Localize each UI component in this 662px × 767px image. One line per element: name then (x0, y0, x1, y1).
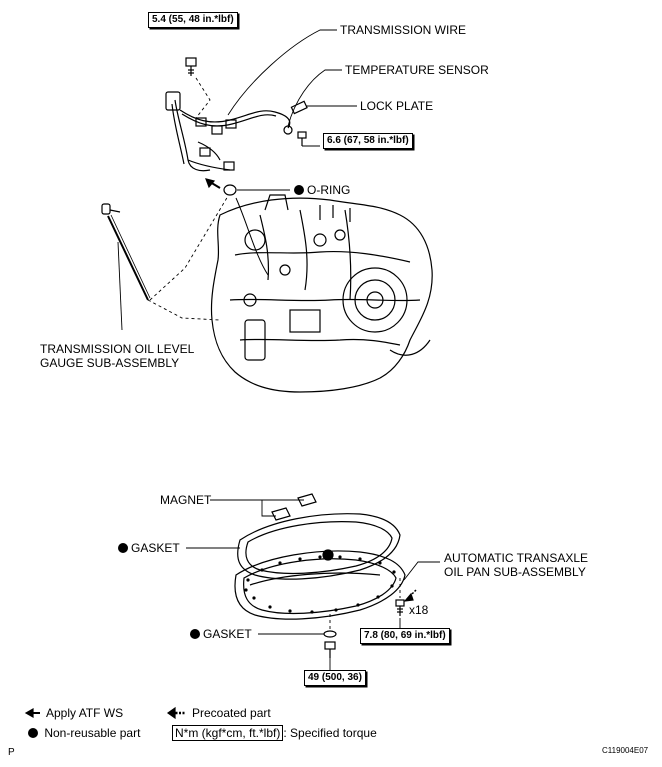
legend-precoated: Precoated part (192, 706, 271, 720)
label-o-ring: O-RING (294, 183, 350, 197)
legend-dot-icon (28, 728, 38, 738)
transaxle-assembly (210, 194, 433, 393)
legend-torque-desc: : Specified torque (283, 726, 377, 740)
transmission-wire-harness (165, 91, 308, 172)
legend-apply-atf: Apply ATF WS (46, 706, 124, 720)
oil-pan (234, 550, 406, 620)
label-gasket-upper-text: GASKET (131, 541, 180, 555)
torque-drain-plug: 49 (500, 36) (304, 670, 366, 686)
torque-lock-plate-bolt: 6.6 (67, 58 in.*lbf) (323, 133, 413, 149)
lock-plate-bolt (297, 131, 307, 146)
label-lock-plate: LOCK PLATE (360, 99, 434, 113)
legend-non-reusable-text: Non-reusable part (44, 726, 141, 740)
label-gasket-upper: GASKET (118, 541, 180, 555)
figure-code: C119004E07 (602, 746, 649, 755)
label-oil-pan-2: OIL PAN SUB-ASSEMBLY (444, 565, 586, 579)
label-magnet: MAGNET (160, 493, 212, 507)
legend-precoated-arrow-icon (166, 706, 186, 720)
oil-level-gauge (101, 203, 151, 301)
label-transmission-wire: TRANSMISSION WIRE (340, 23, 467, 37)
legend-torque-unit: N*m (kgf*cm, ft.*lbf) (172, 725, 284, 741)
label-oil-level-gauge-2: GAUGE SUB-ASSEMBLY (40, 356, 180, 370)
label-o-ring-text: O-RING (307, 183, 351, 197)
torque-pan-bolts: 7.8 (80, 69 in.*lbf) (360, 628, 450, 644)
drain-gasket (323, 630, 337, 638)
label-oil-pan-1: AUTOMATIC TRANSAXLE (444, 551, 589, 565)
pan-bolt (395, 599, 405, 616)
non-reusable-dot-icon (294, 185, 304, 195)
wire-bolt (185, 57, 197, 76)
legend-non-reusable: Non-reusable part (28, 726, 140, 740)
non-reusable-dot-icon (118, 543, 128, 553)
non-reusable-dot-icon (190, 629, 200, 639)
o-ring (223, 184, 237, 196)
label-temperature-sensor: TEMPERATURE SENSOR (345, 63, 489, 77)
label-gasket-lower-text: GASKET (203, 627, 252, 641)
page-mark: P (8, 747, 15, 758)
label-bolt-count: x18 (409, 603, 429, 617)
drain-plug (324, 641, 336, 658)
magnets (271, 493, 317, 521)
torque-wire-bolt: 5.4 (55, 48 in.*lbf) (148, 12, 238, 28)
label-gasket-lower: GASKET (190, 627, 252, 641)
legend-atf-arrow-icon (24, 707, 40, 719)
label-oil-level-gauge-1: TRANSMISSION OIL LEVEL (40, 342, 195, 356)
legend-torque: N*m (kgf*cm, ft.*lbf): Specified torque (172, 725, 377, 741)
